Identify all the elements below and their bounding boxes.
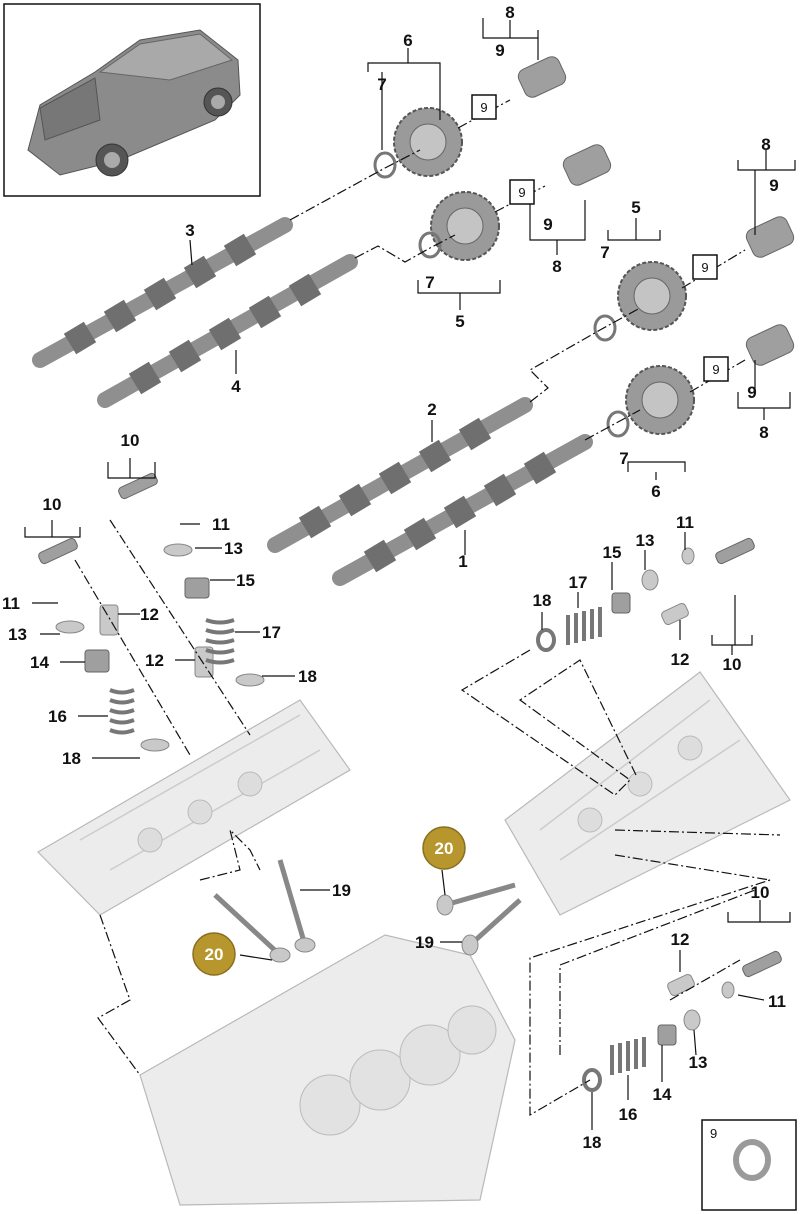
camshaft-4: [97, 254, 358, 408]
callout-7a: 7: [377, 75, 386, 94]
callout-9-box-1: 9: [480, 100, 487, 115]
callout-7d: 7: [619, 449, 628, 468]
callout-11d: 11: [768, 992, 786, 1011]
callout-18a: 18: [298, 667, 317, 686]
callout-9-box-3: 9: [701, 260, 708, 275]
camshaft-1: [332, 434, 593, 586]
cylinder-head-left: [37, 699, 351, 916]
vehicle-thumbnail: [3, 3, 261, 197]
callout-5-right: 5: [631, 198, 640, 217]
callout-10d: 10: [751, 883, 770, 902]
callout-8a: 8: [505, 3, 514, 22]
callout-7b: 7: [425, 273, 434, 292]
callout-18b: 18: [62, 749, 81, 768]
callout-12d: 12: [671, 930, 690, 949]
callout-12c: 12: [671, 650, 690, 669]
leader-lines: [24, 18, 796, 1130]
callout-19a: 19: [332, 881, 351, 900]
callout-20a: 20: [435, 839, 454, 858]
cam-adjuster-5-top: [430, 191, 500, 261]
valve-train-left: [38, 472, 265, 752]
callout-13b: 13: [8, 625, 27, 644]
callout-10b: 10: [43, 495, 62, 514]
camshaft-2: [267, 397, 533, 553]
callout-labels: 1 2 3 4 5 5 6 6 7 7 7 7 8 8 8 8 9 9 9 9 …: [2, 3, 786, 1152]
callout-9-box-4: 9: [712, 362, 719, 377]
callout-9d: 9: [747, 383, 756, 402]
highlight-badge-20: 20 20: [192, 826, 466, 976]
cylinder-head-right: [504, 671, 791, 916]
callout-12a: 12: [140, 605, 159, 624]
callout-11a: 11: [212, 515, 230, 534]
callout-18d: 18: [583, 1133, 602, 1152]
cam-adjuster-6-top: [393, 107, 463, 177]
solenoid-valve: [517, 56, 795, 366]
callout-14b: 14: [653, 1085, 672, 1104]
valve-train-right: [536, 537, 782, 1092]
callout-18c: 18: [533, 591, 552, 610]
callout-3: 3: [185, 221, 194, 240]
callout-20b: 20: [205, 945, 224, 964]
callout-7c: 7: [600, 243, 609, 262]
callout-10a: 10: [121, 431, 140, 450]
callout-10c: 10: [723, 655, 742, 674]
callout-1: 1: [458, 552, 467, 571]
inset-seal-ring: 9: [701, 1119, 797, 1211]
engine-block: [139, 934, 516, 1206]
callout-17b: 17: [569, 573, 588, 592]
callout-9a: 9: [495, 41, 504, 60]
callout-6-top: 6: [403, 31, 412, 50]
callout-13d: 13: [689, 1053, 708, 1072]
callout-9b: 9: [543, 215, 552, 234]
callout-9-box-2: 9: [518, 185, 525, 200]
callout-13a: 13: [224, 539, 243, 558]
callout-13c: 13: [636, 531, 655, 550]
camshaft-3: [32, 217, 293, 368]
callout-14a: 14: [30, 653, 49, 672]
boxed-callouts-9: 9 9 9 9: [471, 94, 729, 382]
callout-17a: 17: [262, 623, 281, 642]
callout-6-right: 6: [651, 482, 660, 501]
callout-15a: 15: [236, 571, 255, 590]
assembly-lines-lower: [74, 519, 781, 1117]
callout-4: 4: [231, 377, 241, 396]
callout-9c: 9: [769, 176, 778, 195]
callout-11c: 11: [676, 513, 694, 532]
callout-16b: 16: [619, 1105, 638, 1124]
inset-label: 9: [710, 1126, 717, 1141]
callout-8b: 8: [552, 257, 561, 276]
callout-15b: 15: [603, 543, 622, 562]
seal-ring: [373, 151, 630, 438]
callout-8c: 8: [761, 135, 770, 154]
callout-5-top: 5: [455, 312, 464, 331]
callout-8d: 8: [759, 423, 768, 442]
callout-11b: 11: [2, 594, 20, 613]
cam-adjuster-6-right: [625, 365, 695, 435]
cam-adjuster-5-right: [617, 261, 687, 331]
callout-2: 2: [427, 400, 436, 419]
callout-19b: 19: [415, 933, 434, 952]
callout-16a: 16: [48, 707, 67, 726]
callout-12b: 12: [145, 651, 164, 670]
